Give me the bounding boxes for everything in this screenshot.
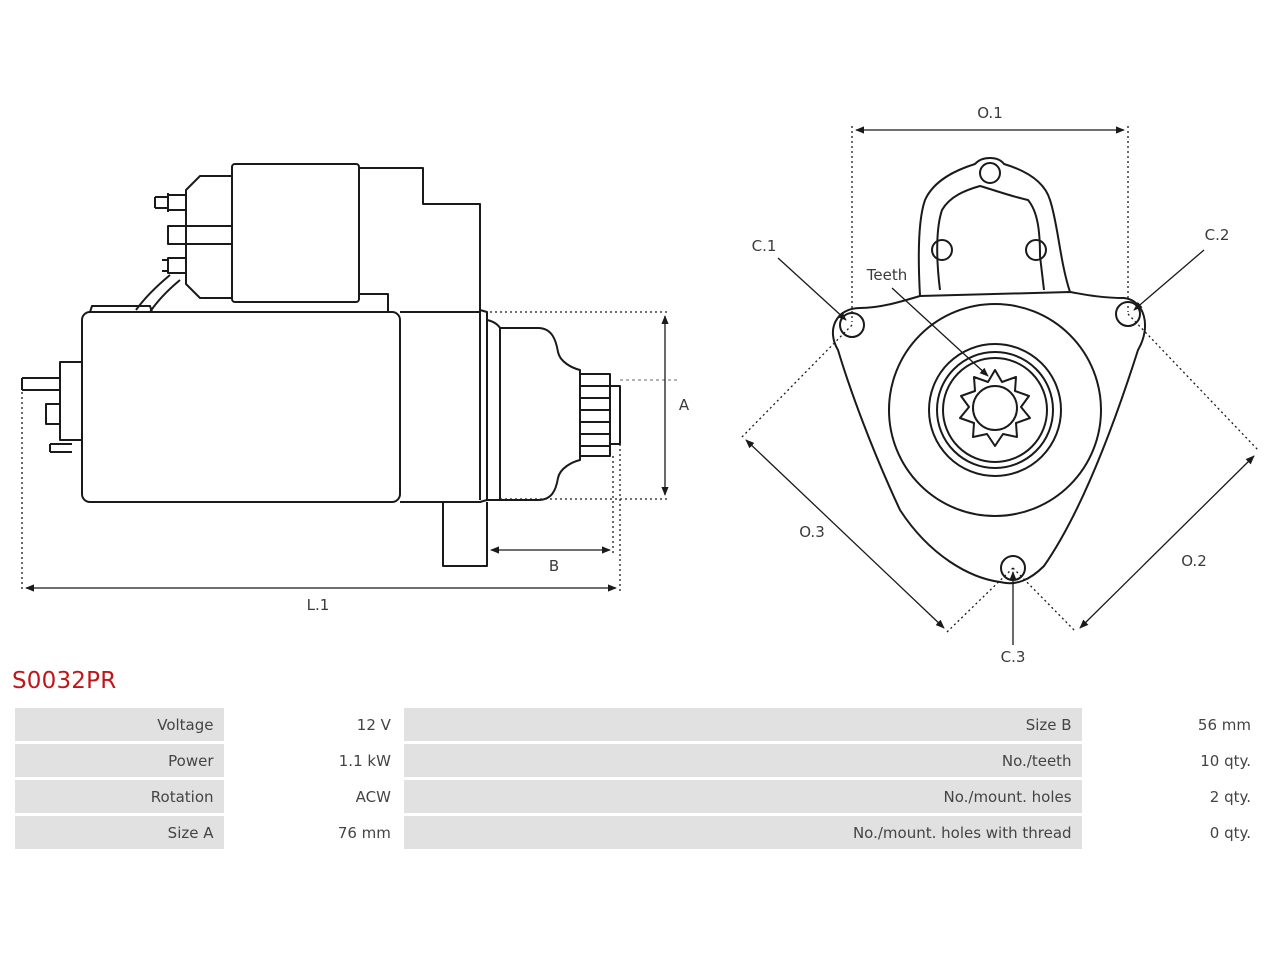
- spec-row: Size A 76 mm No./mount. holes with threa…: [15, 816, 1261, 849]
- spec-value: 12 V: [226, 708, 401, 741]
- spec-row: Rotation ACW No./mount. holes 2 qty.: [15, 780, 1261, 813]
- label-c2: C.2: [1205, 226, 1230, 244]
- spec-label: No./teeth: [403, 744, 1082, 777]
- motor-body: [81, 311, 401, 503]
- label-a: A: [679, 396, 690, 414]
- label-l1: L.1: [307, 596, 330, 614]
- front-view-dimensions: [740, 126, 1259, 645]
- spec-label: Rotation: [15, 780, 224, 813]
- label-c1: C.1: [752, 237, 777, 255]
- label-o1: O.1: [977, 104, 1003, 122]
- spec-label: Power: [15, 744, 224, 777]
- side-view: [21, 163, 621, 567]
- label-o2: O.2: [1181, 552, 1207, 570]
- side-view-dimensions: [21, 311, 680, 592]
- label-b: B: [549, 557, 559, 575]
- spec-value: 56 mm: [1084, 708, 1261, 741]
- spec-label: Voltage: [15, 708, 224, 741]
- spec-label: Size B: [403, 708, 1082, 741]
- label-teeth: Teeth: [866, 266, 907, 284]
- spec-value: 10 qty.: [1084, 744, 1261, 777]
- mounting-flange: [832, 291, 1147, 585]
- spec-label: Size A: [15, 816, 224, 849]
- solenoid-body: [231, 163, 360, 303]
- label-c3: C.3: [1001, 648, 1026, 665]
- label-o3: O.3: [799, 523, 825, 541]
- spec-row: Power 1.1 kW No./teeth 10 qty.: [15, 744, 1261, 777]
- part-number: S0032PR: [12, 668, 117, 694]
- spec-label: No./mount. holes with thread: [403, 816, 1082, 849]
- spec-row: Voltage 12 V Size B 56 mm: [15, 708, 1261, 741]
- spec-value: ACW: [226, 780, 401, 813]
- spec-value: 1.1 kW: [226, 744, 401, 777]
- spec-value: 0 qty.: [1084, 816, 1261, 849]
- starter-motor-drawing: O.1 C.1 C.2 Teeth O.3 O.2 C.3 A B L.1: [21, 104, 1259, 665]
- spec-value: 2 qty.: [1084, 780, 1261, 813]
- drawing-labels: O.1 C.1 C.2 Teeth O.3 O.2 C.3 A B L.1: [307, 104, 1230, 665]
- front-view: [832, 157, 1147, 585]
- spec-value: 76 mm: [226, 816, 401, 849]
- pinion-gear: [959, 369, 1031, 447]
- specs-table: Voltage 12 V Size B 56 mm Power 1.1 kW N…: [12, 705, 1264, 852]
- spec-label: No./mount. holes: [403, 780, 1082, 813]
